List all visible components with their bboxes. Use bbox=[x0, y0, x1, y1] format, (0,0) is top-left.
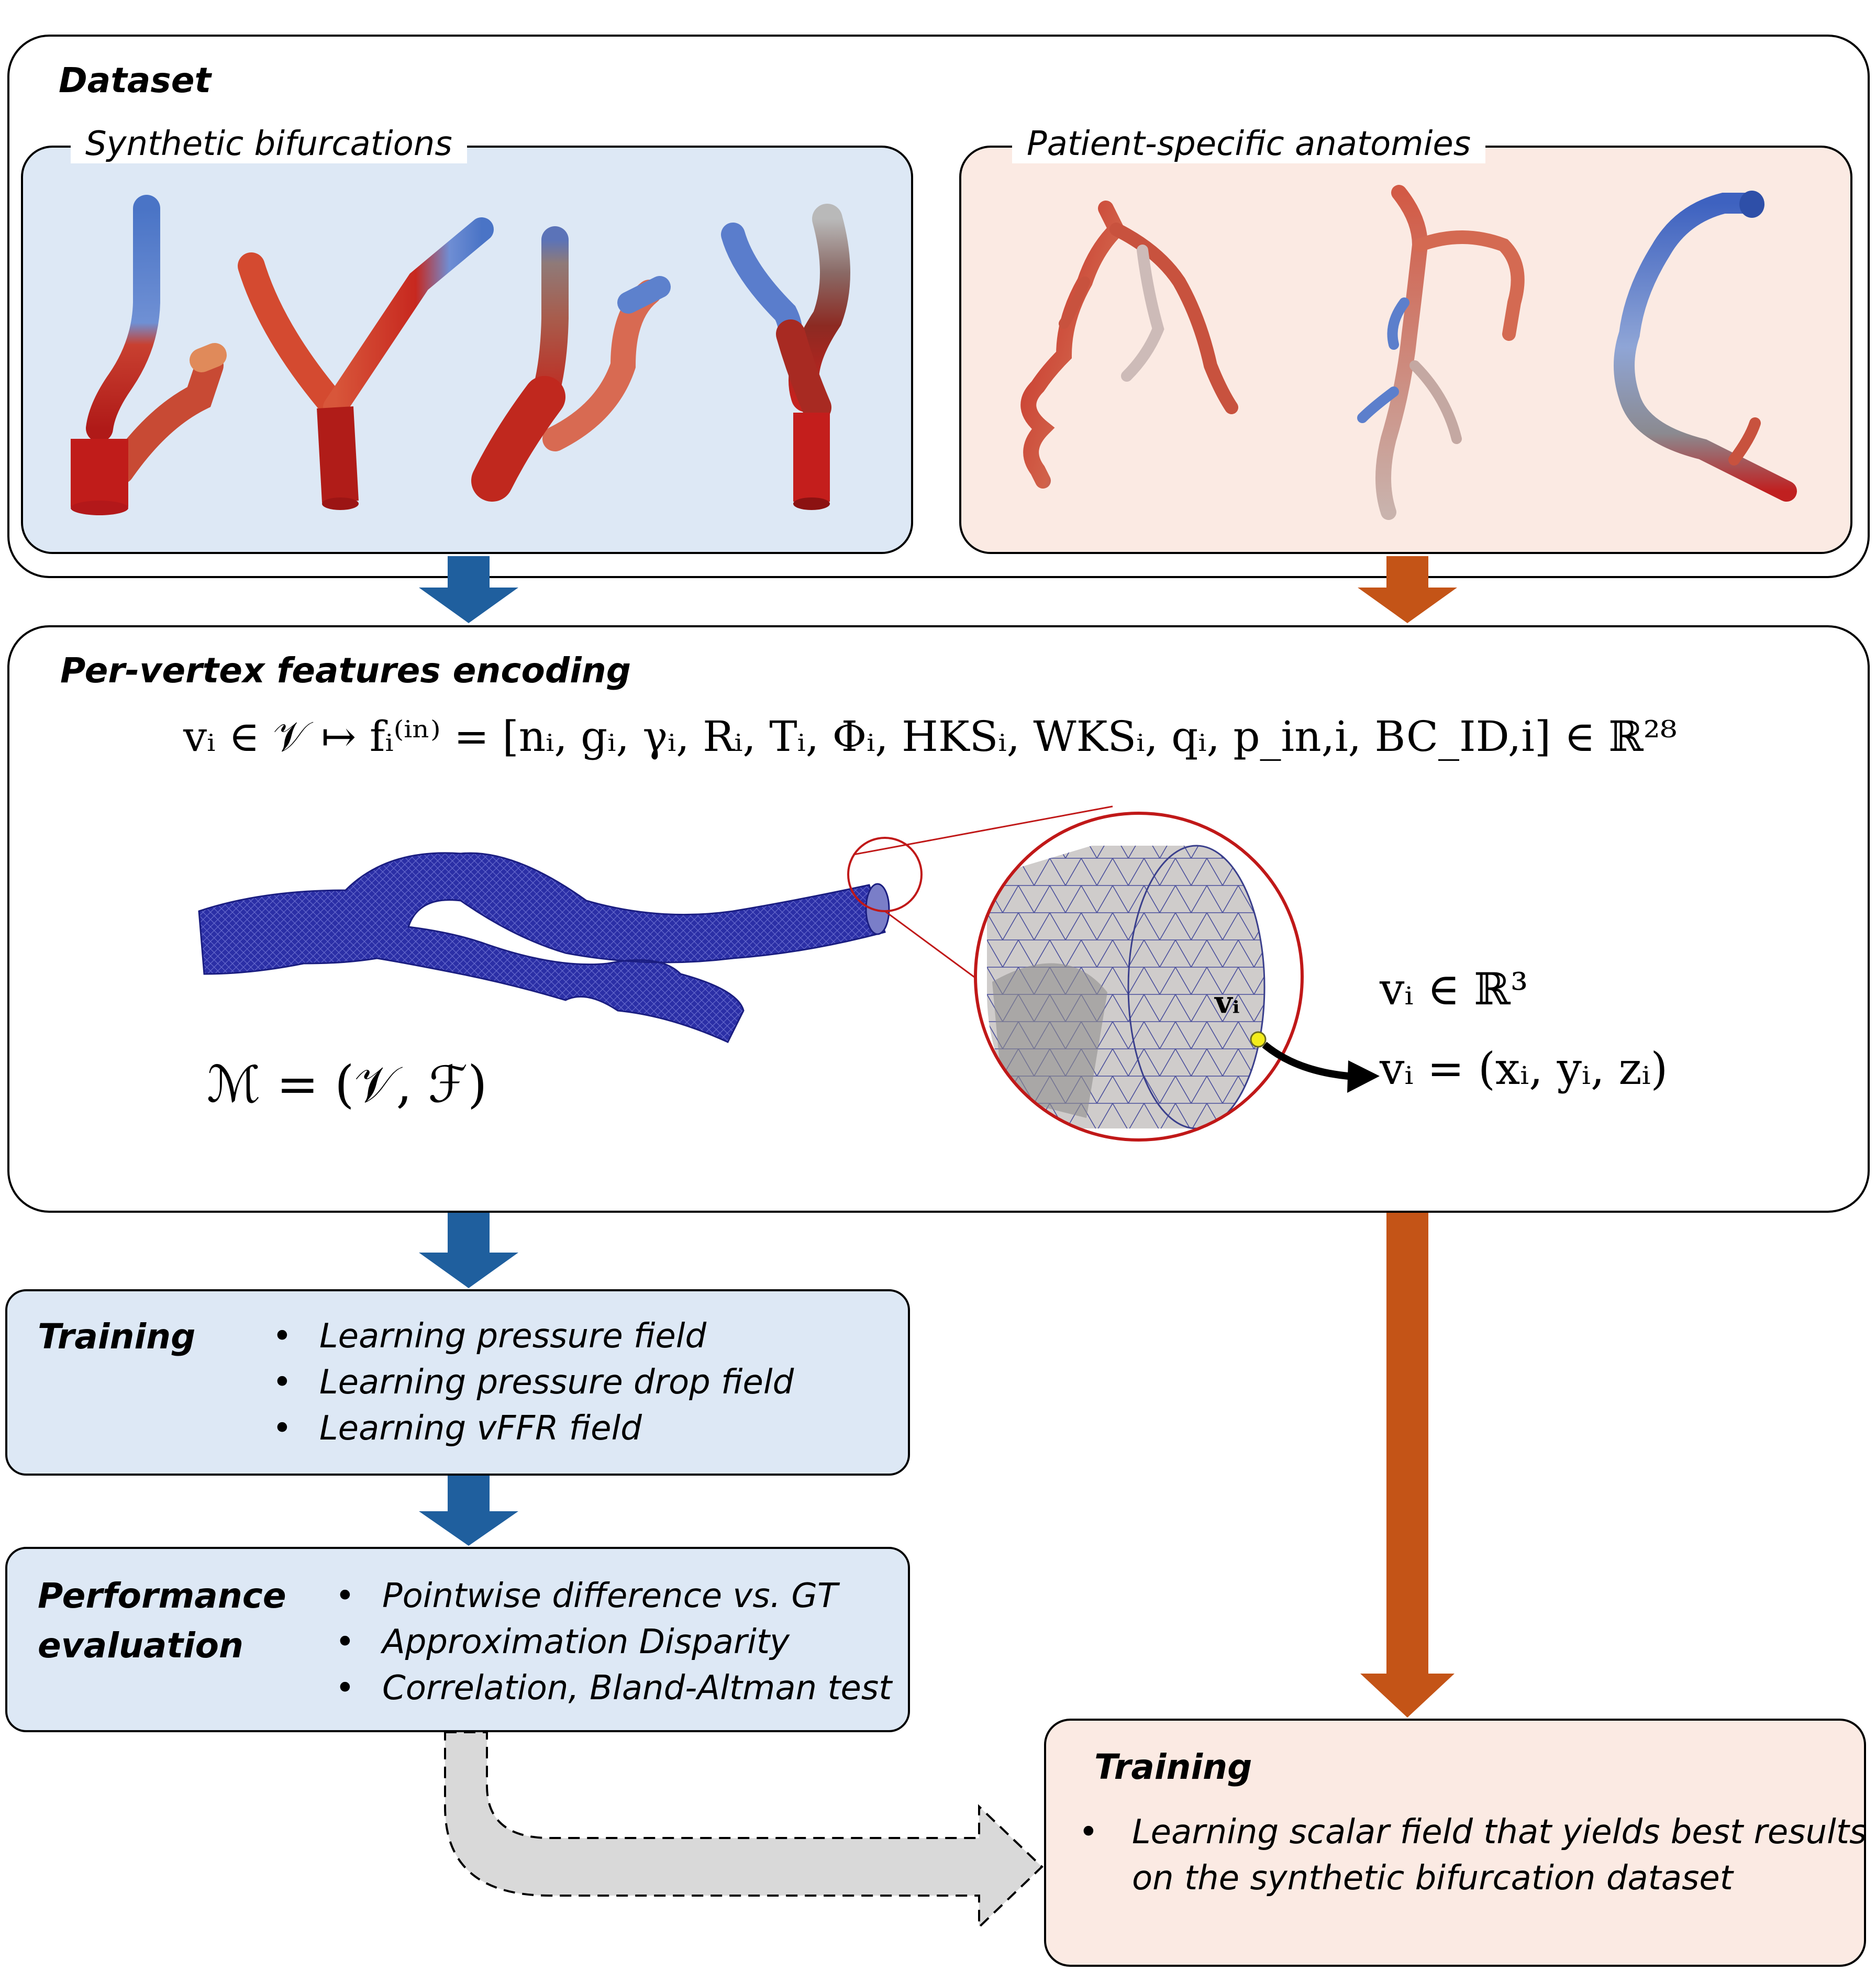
transfer-arrow bbox=[444, 1731, 1044, 1930]
synthetic-bifurcations-panel bbox=[21, 146, 913, 554]
evaluation-title-line2: evaluation bbox=[38, 1625, 243, 1666]
feature-formula: vᵢ ∈ 𝒱 ↦ fᵢ⁽ⁱⁿ⁾ = [nᵢ, gᵢ, γᵢ, Rᵢ, Tᵢ, Φ… bbox=[183, 712, 1677, 761]
dataset-title: Dataset bbox=[59, 60, 212, 101]
list-item: Learning pressure field bbox=[262, 1313, 794, 1359]
training-synthetic-title: Training bbox=[38, 1316, 196, 1357]
patient-vessels-illustration bbox=[1020, 185, 1797, 520]
synthetic-bifurcations-label: Synthetic bifurcations bbox=[71, 125, 467, 163]
orange-arrow-encoding-to-patient-training bbox=[1360, 1213, 1455, 1718]
orange-arrow-dataset-to-encoding bbox=[1358, 556, 1457, 623]
blue-arrow-training-to-evaluation bbox=[419, 1476, 518, 1546]
synthetic-vessels-illustration bbox=[71, 195, 850, 515]
mesh-label: ℳ = (𝒱, ℱ) bbox=[207, 1055, 487, 1114]
evaluation-list: Pointwise difference vs. GT Approximatio… bbox=[325, 1573, 892, 1711]
vertex-label: vᵢ bbox=[1215, 984, 1240, 1020]
evaluation-title-line1: Performance bbox=[38, 1576, 286, 1616]
list-item: Correlation, Bland-Altman test bbox=[325, 1665, 892, 1711]
mesh-illustration bbox=[198, 852, 890, 1043]
list-item: Approximation Disparity bbox=[325, 1619, 892, 1665]
encoding-title: Per-vertex features encoding bbox=[60, 650, 631, 691]
list-item: Pointwise difference vs. GT bbox=[325, 1573, 892, 1619]
zoom-indicator bbox=[847, 805, 1113, 986]
vertex-coordinates-label: vᵢ = (xᵢ, yᵢ, zᵢ) bbox=[1380, 1043, 1668, 1094]
blue-arrow-dataset-to-encoding bbox=[419, 556, 518, 623]
list-item: on the synthetic bifurcation dataset bbox=[1132, 1859, 1733, 1898]
list-item: Learning vFFR field bbox=[262, 1405, 794, 1452]
training-synthetic-list: Learning pressure field Learning pressur… bbox=[262, 1313, 794, 1452]
vertex-space-label: vᵢ ∈ ℝ³ bbox=[1380, 964, 1528, 1015]
patient-anatomies-label: Patient-specific anatomies bbox=[1012, 125, 1486, 163]
zoomed-mesh-cylinder bbox=[974, 812, 1380, 1142]
list-item: Learning scalar field that yields best r… bbox=[1132, 1813, 1867, 1852]
training-patient-list: • Learning scalar field that yields best… bbox=[1068, 1809, 1867, 1901]
list-item: Learning pressure drop field bbox=[262, 1359, 794, 1405]
blue-arrow-encoding-to-training bbox=[419, 1213, 518, 1288]
training-patient-panel bbox=[1044, 1719, 1866, 1967]
training-patient-title: Training bbox=[1094, 1747, 1252, 1787]
